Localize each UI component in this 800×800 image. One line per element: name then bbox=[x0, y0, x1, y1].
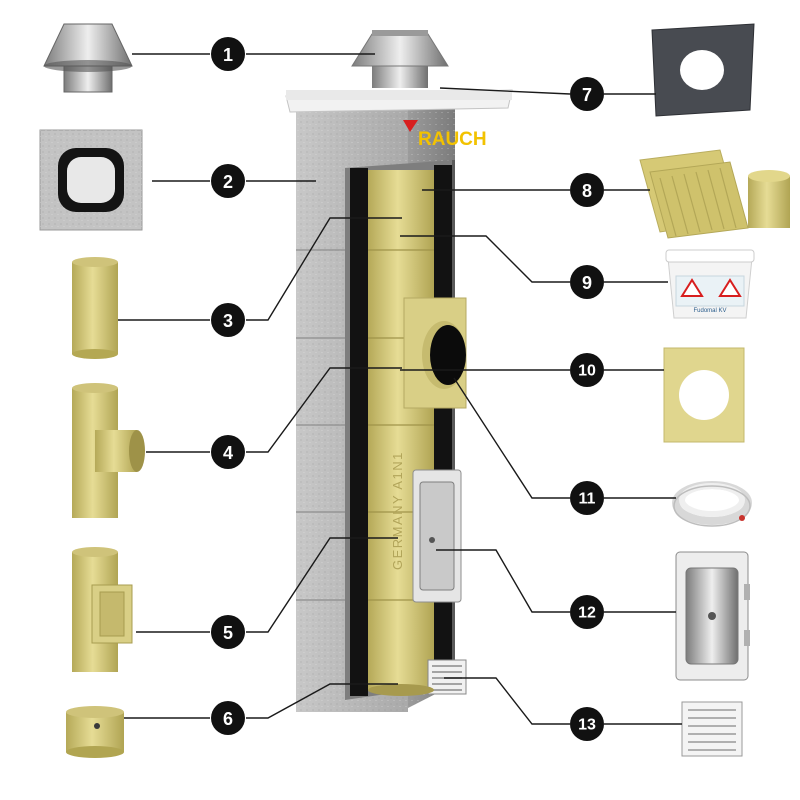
callout-badges: 1 2 3 4 5 6 7 8 9 10 11 12 13 bbox=[211, 37, 604, 741]
brand-logo: RAUCH bbox=[403, 120, 487, 150]
callout-10: 10 bbox=[570, 353, 604, 387]
hazard-icon bbox=[718, 278, 742, 297]
insulation-plate-icon bbox=[663, 347, 745, 443]
svg-text:7: 7 bbox=[582, 85, 592, 105]
callout-2: 2 bbox=[211, 164, 245, 198]
pipe-marking: GERMANY A1N1 bbox=[390, 451, 405, 570]
callout-8: 8 bbox=[570, 173, 604, 207]
hazard-icon bbox=[680, 278, 704, 297]
leader-line-6-target bbox=[246, 683, 398, 719]
svg-text:3: 3 bbox=[223, 311, 233, 331]
leader-line-5-target bbox=[246, 537, 398, 633]
condensate-cup-icon bbox=[66, 706, 124, 758]
callout-6: 6 bbox=[211, 701, 245, 735]
svg-text:11: 11 bbox=[579, 491, 596, 508]
cleaning-door-icon bbox=[675, 551, 750, 681]
leader-line-12 bbox=[436, 549, 570, 613]
svg-text:4: 4 bbox=[223, 443, 233, 463]
svg-text:10: 10 bbox=[578, 363, 596, 380]
svg-text:13: 13 bbox=[578, 717, 596, 734]
logo-text: RAUCH bbox=[418, 129, 487, 150]
chimney-stack: GERMANY A1N1 bbox=[285, 30, 513, 712]
svg-text:6: 6 bbox=[223, 709, 233, 729]
insulation-layer-left bbox=[350, 168, 368, 696]
leader-line-9 bbox=[400, 235, 570, 283]
callout-7: 7 bbox=[570, 77, 604, 111]
leader-line-7 bbox=[439, 87, 571, 95]
block-cross-section-icon bbox=[39, 129, 143, 231]
svg-text:12: 12 bbox=[578, 605, 596, 622]
rain-cap-icon bbox=[43, 23, 133, 93]
callout-13: 13 bbox=[570, 707, 604, 741]
callout-3: 3 bbox=[211, 303, 245, 337]
sealing-rope-icon bbox=[672, 481, 752, 527]
svg-text:2: 2 bbox=[223, 172, 233, 192]
tee-connector-icon bbox=[72, 383, 145, 518]
callout-1: 1 bbox=[211, 37, 245, 71]
insulation-mat-icon bbox=[639, 149, 790, 239]
leader-line-4-target bbox=[246, 367, 402, 453]
cover-plate-icon bbox=[651, 23, 755, 117]
ceramic-flue bbox=[368, 170, 434, 690]
svg-text:8: 8 bbox=[582, 181, 592, 201]
leader-lines bbox=[118, 53, 682, 725]
callout-12: 12 bbox=[570, 595, 604, 629]
leader-line-11 bbox=[453, 377, 570, 499]
svg-text:1: 1 bbox=[223, 45, 233, 65]
sealant-label: Fudomal KV bbox=[693, 308, 726, 314]
svg-text:9: 9 bbox=[582, 273, 592, 293]
ventilation-grille-icon bbox=[681, 701, 743, 757]
flue-pipe-icon bbox=[72, 257, 118, 359]
callout-9: 9 bbox=[570, 265, 604, 299]
callout-5: 5 bbox=[211, 615, 245, 649]
leader-line-3-target bbox=[246, 217, 402, 321]
ventilation-grille-installed bbox=[427, 659, 467, 695]
callout-4: 4 bbox=[211, 435, 245, 469]
svg-text:5: 5 bbox=[223, 623, 233, 643]
sealant-bucket-icon: Fudomal KV bbox=[665, 249, 755, 319]
insulation-layer-right bbox=[434, 165, 452, 687]
inspection-tee-icon bbox=[72, 547, 133, 672]
rain-cap-installed bbox=[351, 30, 449, 88]
logo-mark-icon bbox=[403, 120, 418, 132]
cleaning-door-installed bbox=[412, 469, 462, 603]
callout-11: 11 bbox=[570, 481, 604, 515]
connector-opening bbox=[430, 325, 466, 385]
leader-line-13 bbox=[444, 677, 570, 725]
